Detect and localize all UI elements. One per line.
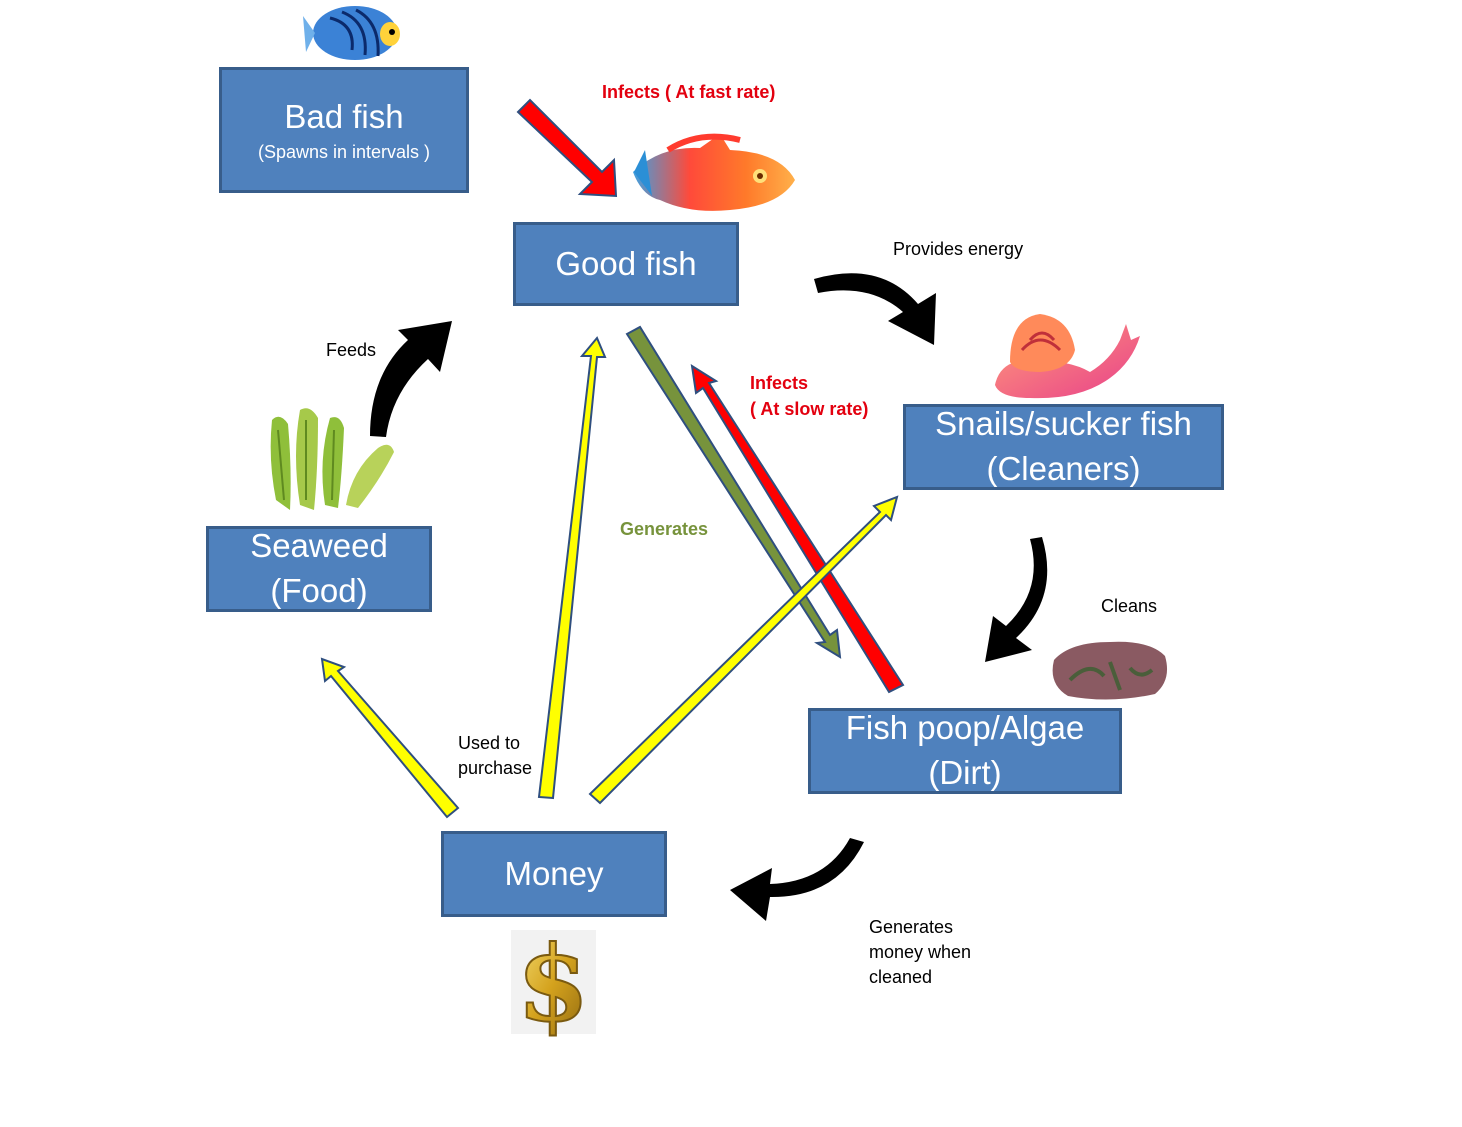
seaweed-title: Seaweed: [250, 527, 388, 565]
red-fish-icon: [633, 133, 795, 211]
generates-arrow: [625, 325, 842, 659]
snails-title: Snails/sucker fish: [935, 405, 1192, 443]
fish-poop-subtitle: (Dirt): [928, 754, 1002, 791]
good-fish-title: Good fish: [555, 245, 697, 283]
provides-energy-arrow: [814, 273, 936, 345]
infect-fast-arrow: [516, 98, 618, 198]
cleans-label: Cleans: [1101, 596, 1158, 616]
good-fish-node: Good fish: [513, 222, 739, 306]
infect-slow-arrow: [690, 364, 905, 694]
bad-fish-subtitle: (Spawns in intervals ): [257, 142, 431, 163]
bad-fish-title: Bad fish: [284, 98, 404, 136]
used-to-purchase-label: Used to purchase: [458, 733, 533, 778]
purchase-snails-arrow: [588, 495, 899, 805]
seaweed-subtitle: (Food): [270, 572, 368, 609]
fish-poop-title: Fish poop/Algae: [845, 709, 1085, 747]
seaweed-icon: [270, 408, 394, 510]
feeds-arrow: [370, 321, 452, 437]
money-title: Money: [504, 855, 604, 893]
snails-node: Snails/sucker fish (Cleaners): [903, 404, 1224, 490]
bad-fish-node: Bad fish (Spawns in intervals ): [219, 67, 469, 193]
algae-rock-icon: [1052, 641, 1168, 700]
purchase-good-fish-arrow: [537, 336, 607, 800]
dollar-sign-icon: $: [511, 921, 596, 1046]
infects-fast-label: Infects ( At fast rate): [602, 82, 776, 102]
snails-subtitle: (Cleaners): [986, 450, 1141, 487]
provides-energy-label: Provides energy: [893, 239, 1024, 259]
money-node: Money: [441, 831, 667, 917]
fish-poop-node: Fish poop/Algae (Dirt): [808, 708, 1122, 794]
seaweed-node: Seaweed (Food): [206, 526, 432, 612]
snail-icon: [995, 314, 1140, 399]
infects-slow-label: Infects ( At slow rate): [750, 373, 869, 419]
generates-money-label: Generates money when cleaned: [869, 917, 972, 987]
cleans-arrow: [985, 537, 1048, 662]
svg-text:$: $: [517, 922, 589, 1045]
generates-money-arrow: [730, 838, 864, 921]
purchase-seaweed-arrow: [320, 657, 460, 819]
feeds-label: Feeds: [326, 340, 377, 360]
blue-angelfish-icon: [303, 6, 400, 60]
generates-label: Generates: [620, 519, 709, 539]
